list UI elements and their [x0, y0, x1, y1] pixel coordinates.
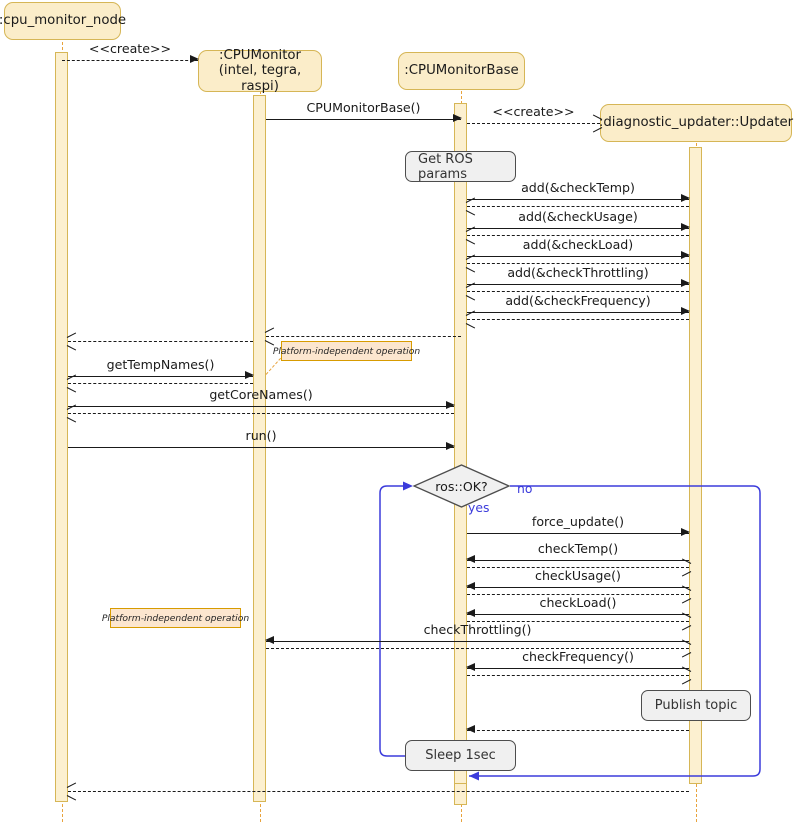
participant-cpu-monitor-base[interactable]: :CPUMonitorBase [398, 52, 525, 90]
message-line [68, 383, 253, 384]
arrowhead-right-icon [681, 528, 690, 537]
note-platform-independent-2: Platform-independent operation [102, 608, 249, 628]
message-line [467, 560, 689, 561]
message-line [68, 376, 253, 377]
decision-label: ros::OK? [435, 478, 488, 494]
message-line [467, 263, 689, 264]
message-line [467, 206, 689, 207]
message-line [266, 648, 689, 649]
action-get-ros-params[interactable]: Get ROS params [405, 151, 516, 182]
message-label: checkThrottling() [423, 622, 532, 637]
arrowhead-right-icon [681, 251, 690, 260]
message-label: run() [245, 428, 277, 443]
message-line [266, 336, 461, 337]
activation-updater [689, 147, 702, 784]
message-line [467, 319, 689, 320]
message-label: checkFrequency() [522, 649, 634, 664]
message-line [467, 594, 689, 595]
arrowhead-left-icon [466, 663, 475, 672]
message-line [467, 668, 689, 669]
arrowhead-right-icon [681, 223, 690, 232]
activation-monitor [253, 95, 266, 802]
arrowhead-left-icon [466, 725, 475, 734]
arrowhead-left-icon [466, 555, 475, 564]
message-line [467, 235, 689, 236]
message-line [62, 60, 198, 61]
arrowhead-right-icon [245, 371, 254, 380]
note-platform-independent-1: Platform-independent operation [273, 341, 420, 361]
message-line [467, 587, 689, 588]
arrowhead-right-icon [681, 307, 690, 316]
branch-label-no: no [517, 481, 533, 496]
message-label: checkLoad() [539, 595, 617, 610]
message-label: getCoreNames() [209, 387, 313, 402]
message-line [467, 291, 689, 292]
message-line [467, 730, 689, 731]
message-line [467, 614, 689, 615]
arrowhead-right-icon [453, 114, 462, 123]
arrowhead-left-icon [265, 636, 274, 645]
message-line [467, 199, 689, 200]
message-line [266, 119, 461, 120]
message-line [68, 341, 253, 342]
message-line [467, 567, 689, 568]
message-line [266, 641, 689, 642]
arrowhead-right-icon [681, 194, 690, 203]
arrowhead-open-right-icon [681, 670, 690, 680]
message-line [467, 621, 689, 622]
message-line [467, 284, 689, 285]
activation-base-tail [454, 783, 467, 805]
message-label: <<create>> [492, 104, 575, 119]
message-line [467, 675, 689, 676]
message-label: checkTemp() [537, 541, 619, 556]
arrowhead-open-left-icon [67, 786, 76, 796]
message-label: CPUMonitorBase() [306, 100, 421, 115]
message-label: add(&checkLoad) [522, 237, 634, 252]
arrowhead-right-icon [190, 55, 199, 64]
message-label: checkUsage() [535, 568, 621, 583]
message-line [467, 533, 689, 534]
arrowhead-right-icon [446, 442, 455, 451]
branch-label-yes: yes [468, 500, 490, 515]
participant-cpu-monitor-node[interactable]: :cpu_monitor_node [0, 2, 126, 40]
message-line [467, 123, 600, 124]
message-line [68, 406, 454, 407]
decision-ros-ok[interactable]: ros::OK? [413, 464, 510, 508]
action-publish-topic[interactable]: Publish topic [641, 690, 751, 721]
activation-node [55, 52, 68, 802]
message-label: add(&checkUsage) [518, 209, 638, 224]
message-line [467, 228, 689, 229]
message-line [68, 791, 689, 792]
message-line [467, 312, 689, 313]
arrowhead-right-icon [681, 279, 690, 288]
message-label: add(&checkTemp) [521, 180, 635, 195]
message-label: force_update() [531, 514, 625, 529]
message-label: add(&checkFrequency) [505, 293, 651, 308]
message-label: <<create>> [88, 41, 172, 56]
participant-diagnostic-updater[interactable]: :diagnostic_updater::Updater [599, 104, 793, 142]
participant-cpu-monitor[interactable]: :CPUMonitor (intel, tegra, raspi) [198, 48, 322, 94]
message-line [68, 447, 454, 448]
message-line [467, 256, 689, 257]
arrowhead-right-icon [446, 401, 455, 410]
arrowhead-left-icon [466, 609, 475, 618]
action-sleep-1sec[interactable]: Sleep 1sec [405, 740, 516, 771]
message-label: getTempNames() [106, 357, 215, 372]
message-label: add(&checkThrottling) [507, 265, 649, 280]
arrowhead-left-icon [466, 582, 475, 591]
message-line [68, 413, 454, 414]
